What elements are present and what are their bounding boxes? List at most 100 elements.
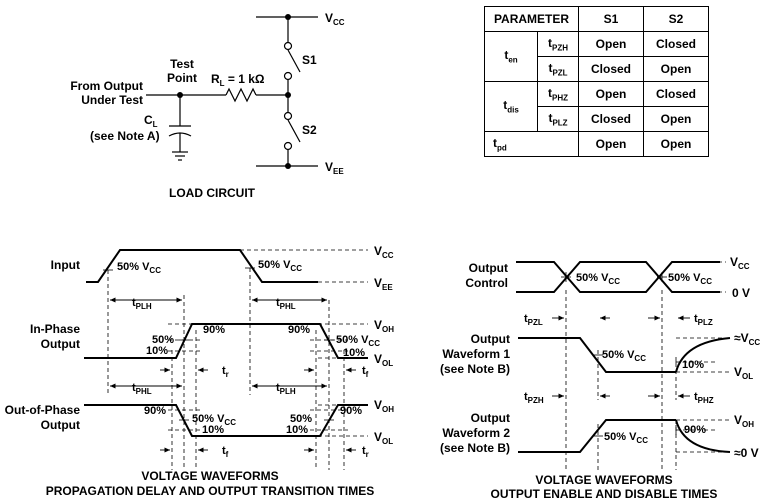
inphase-10-label-2: 10% xyxy=(343,347,365,359)
s1-label: S1 xyxy=(302,53,317,67)
table-row: ten tPZH Open Closed xyxy=(484,31,709,82)
from-output-label: From Output xyxy=(70,79,143,93)
table-row: tPLZ Closed Open xyxy=(485,106,709,132)
param-tphz: tPHZ xyxy=(537,81,579,107)
resistor-label: RL = 1 kΩ xyxy=(211,72,265,88)
voh-label-2: VOH xyxy=(374,398,394,414)
outphase-10-label-2: 10% xyxy=(286,424,308,436)
waveform2-label-2: Waveform 2 xyxy=(442,426,510,440)
right-caption-2: OUTPUT ENABLE AND DISABLE TIMES xyxy=(491,487,718,501)
group-tdis: tdis xyxy=(484,81,538,132)
tpzl-label: tPZL xyxy=(524,313,543,327)
group-ten: ten xyxy=(484,31,538,82)
vol-label-2: VOL xyxy=(374,430,393,446)
left-waveforms xyxy=(84,249,368,470)
cell-s2: Open xyxy=(643,56,709,82)
s2-label: S2 xyxy=(302,123,317,137)
under-test-label: Under Test xyxy=(81,93,143,107)
right-caption-1: VOLTAGE WAVEFORMS xyxy=(535,473,672,487)
vcc-ref-label: VCC xyxy=(374,244,394,260)
cell-s2: Closed xyxy=(643,31,709,57)
inphase-10-label: 10% xyxy=(146,345,168,357)
input-label: Input xyxy=(51,258,80,272)
table-row: tpd Open Open xyxy=(484,131,709,157)
tphl-label-1: tPHL xyxy=(276,297,296,311)
note-a-label: (see Note A) xyxy=(90,129,160,143)
wf2-voh-label: VOH xyxy=(734,413,754,429)
control-50pct-label: 50% VCC xyxy=(576,272,620,286)
test-point-label-2: Point xyxy=(167,71,197,85)
control-50pct-label-2: 50% VCC xyxy=(668,272,712,286)
cell-s1: Closed xyxy=(578,106,644,132)
table-row: tdis tPHZ Open Closed xyxy=(484,81,709,132)
cap-label: CL xyxy=(144,113,158,129)
cell-s1: Open xyxy=(578,31,644,57)
right-waveforms xyxy=(516,261,731,470)
voh-label-1: VOH xyxy=(374,318,394,334)
inphase-label-1: In-Phase xyxy=(30,322,80,336)
tr-label-1: tr xyxy=(222,365,229,379)
tphl-label-2: tPHL xyxy=(132,382,152,396)
inphase-90-label-2: 90% xyxy=(288,324,310,336)
param-tpzl: tPZL xyxy=(537,56,579,82)
outphase-90-label: 90% xyxy=(144,405,166,417)
output-control-label-1: Output xyxy=(469,261,508,275)
waveform2-label-1: Output xyxy=(471,411,510,425)
wf1-10-label: 10% xyxy=(682,359,704,371)
vcc-label: VCC xyxy=(325,11,345,27)
waveform1-label-1: Output xyxy=(471,332,510,346)
input-50pct-label: 50% VCC xyxy=(117,261,161,275)
wf1-50pct-label: 50% VCC xyxy=(602,349,646,363)
inphase-90-label: 90% xyxy=(203,324,225,336)
outphase-90-label-2: 90% xyxy=(340,405,362,417)
inphase-label-2: Output xyxy=(41,337,80,351)
header-parameter: PARAMETER xyxy=(484,6,579,32)
header-s1: S1 xyxy=(578,6,644,32)
left-caption-1: VOLTAGE WAVEFORMS xyxy=(141,469,278,483)
cell-s2: Open xyxy=(643,106,709,132)
input-50pct-label-2: 50% VCC xyxy=(258,259,302,273)
tplh-label-1: tPLH xyxy=(132,297,152,311)
tpzh-label: tPZH xyxy=(524,391,544,405)
left-caption-2: PROPAGATION DELAY AND OUTPUT TRANSITION … xyxy=(46,484,374,498)
right-0v-label: 0 V xyxy=(732,286,750,300)
inphase-50-label: 50% xyxy=(152,334,174,346)
outphase-label-2: Output xyxy=(41,418,80,432)
tplz-label: tPLZ xyxy=(694,313,713,327)
load-circuit xyxy=(146,16,318,167)
wf1-vol-label: VOL xyxy=(734,365,753,381)
tr-label-2: tr xyxy=(362,445,369,459)
header-s2: S2 xyxy=(643,6,709,32)
outphase-50-label: 50% xyxy=(290,413,312,425)
waveform1-label-3: (see Note B) xyxy=(440,362,510,376)
inphase-50vcc-label: 50% VCC xyxy=(336,334,380,348)
cell-s1: Closed xyxy=(578,56,644,82)
wf1-vcc-label: ≈VCC xyxy=(734,331,760,347)
tphz-label: tPHZ xyxy=(694,391,714,405)
output-control-label-2: Control xyxy=(465,276,508,290)
wf2-50pct-label: 50% VCC xyxy=(604,431,648,445)
vee-label: VEE xyxy=(325,160,344,176)
cell-s1: Open xyxy=(578,131,644,157)
parameter-table: PARAMETER S1 S2 ten tPZH Open Closed tPZ… xyxy=(484,6,709,157)
wf2-0v-label: ≈0 V xyxy=(734,446,759,460)
right-vcc-label: VCC xyxy=(730,255,750,271)
vee-ref-label: VEE xyxy=(374,276,393,292)
test-point-label-1: Test xyxy=(170,57,194,71)
load-circuit-caption: LOAD CIRCUIT xyxy=(169,186,256,200)
vol-label-1: VOL xyxy=(374,352,393,368)
wf2-90-label: 90% xyxy=(684,424,706,436)
param-tpzh: tPZH xyxy=(537,31,579,57)
cell-s2: Open xyxy=(643,131,709,157)
tplh-label-2: tPLH xyxy=(276,382,296,396)
outphase-label-1: Out-of-Phase xyxy=(5,403,81,417)
param-tplz: tPLZ xyxy=(537,106,579,132)
tf-label-2: tf xyxy=(222,445,229,459)
outphase-10-label: 10% xyxy=(202,424,224,436)
outphase-50vcc-label: 50% VCC xyxy=(192,413,236,427)
cell-s1: Open xyxy=(578,81,644,107)
table-row: tPZL Closed Open xyxy=(485,56,709,82)
param-tpd: tpd xyxy=(484,131,579,157)
table-header-row: PARAMETER S1 S2 xyxy=(484,6,709,32)
